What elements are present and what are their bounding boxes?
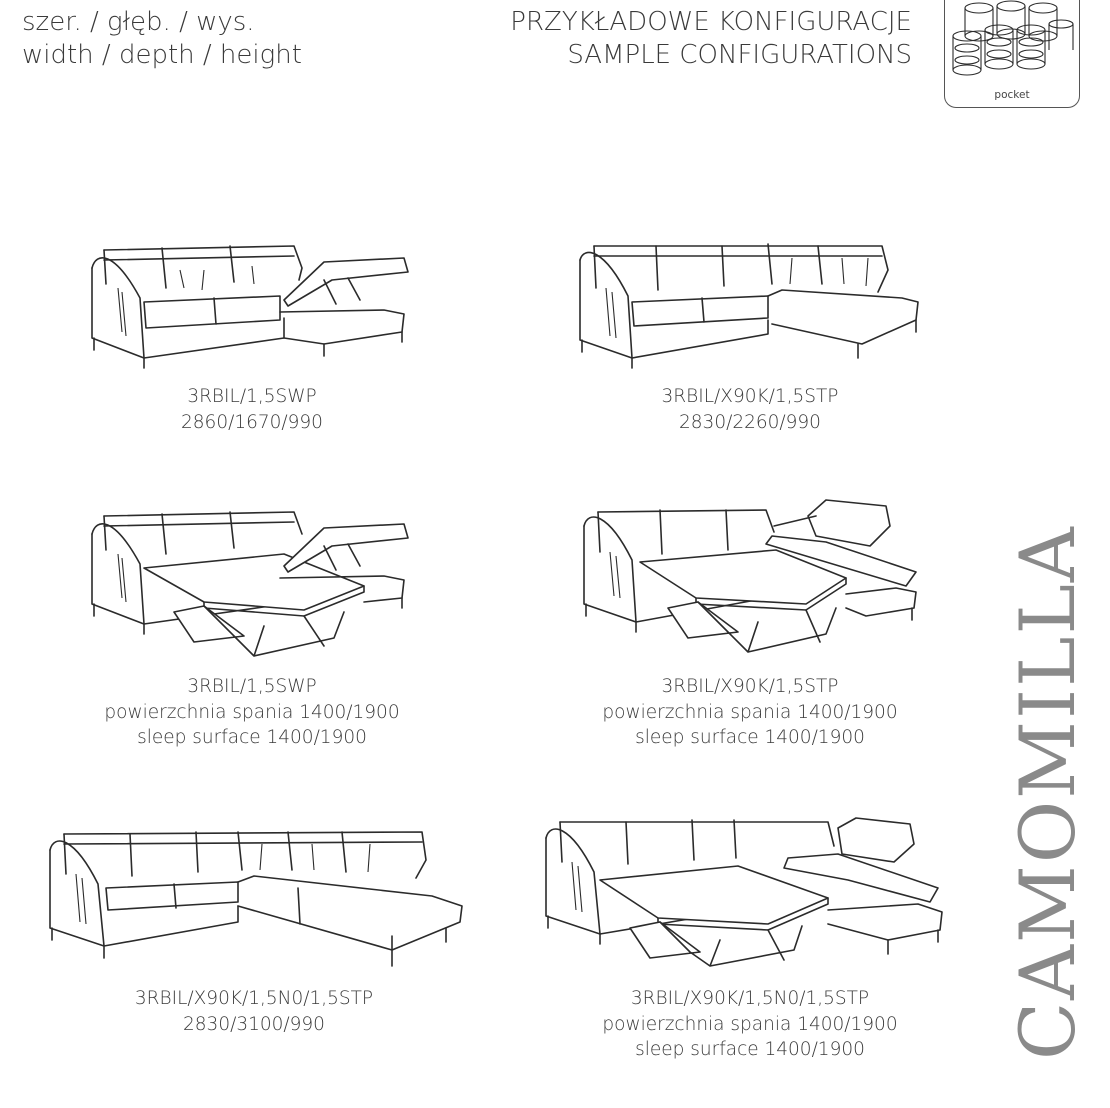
- configurations-heading-pl: PRZYKŁADOWE KONFIGURACJE: [510, 7, 912, 37]
- config-sleep-pl-4: powierzchnia spania 1400/1900: [602, 701, 898, 723]
- caption-1: 3RBIL/1,5SWP 2860/1670/990: [52, 384, 452, 435]
- config-code-6: 3RBIL/X90K/1,5N0/1,5STP: [630, 988, 870, 1009]
- sofa-drawing-4: [576, 496, 926, 666]
- config-sleep-en-4: sleep surface 1400/1900: [635, 727, 865, 748]
- config-sleep-pl-6: powierzchnia spania 1400/1900: [602, 1013, 898, 1035]
- sofa-drawing-1: [84, 240, 414, 370]
- configurations-heading: PRZYKŁADOWE KONFIGURACJE SAMPLE CONFIGUR…: [510, 6, 912, 72]
- caption-3: 3RBIL/1,5SWP powierzchnia spania 1400/19…: [52, 674, 452, 751]
- config-dims-5: 2830/3100/990: [183, 1013, 325, 1035]
- pocket-spring-icon: [952, 0, 1074, 76]
- caption-6: 3RBIL/X90K/1,5N0/1,5STP powierzchnia spa…: [550, 986, 950, 1063]
- config-code-2: 3RBIL/X90K/1,5STP: [661, 386, 839, 407]
- config-sleep-pl-3: powierzchnia spania 1400/1900: [104, 701, 400, 723]
- caption-5: 3RBIL/X90K/1,5N0/1,5STP 2830/3100/990: [54, 986, 454, 1037]
- config-dims-1: 2860/1670/990: [181, 411, 323, 433]
- sofa-drawing-3: [84, 506, 414, 666]
- dimensions-legend: szer. / głęb. / wys. width / depth / hei…: [22, 6, 302, 72]
- caption-2: 3RBIL/X90K/1,5STP 2830/2260/990: [550, 384, 950, 435]
- config-code-4: 3RBIL/X90K/1,5STP: [661, 676, 839, 697]
- config-code-5: 3RBIL/X90K/1,5N0/1,5STP: [134, 988, 374, 1009]
- config-code-1: 3RBIL/1,5SWP: [187, 386, 317, 407]
- config-sleep-en-3: sleep surface 1400/1900: [137, 727, 367, 748]
- sofa-drawing-6: [538, 814, 958, 974]
- pocket-badge-label: pocket: [994, 89, 1030, 101]
- configurations-heading-en: SAMPLE CONFIGURATIONS: [567, 40, 912, 70]
- config-dims-2: 2830/2260/990: [679, 411, 821, 433]
- dimensions-legend-pl: szer. / głęb. / wys.: [22, 7, 255, 37]
- dimensions-legend-en: width / depth / height: [22, 40, 302, 70]
- caption-4: 3RBIL/X90K/1,5STP powierzchnia spania 14…: [550, 674, 950, 751]
- config-sleep-en-6: sleep surface 1400/1900: [635, 1039, 865, 1060]
- config-code-3: 3RBIL/1,5SWP: [187, 676, 317, 697]
- pocket-badge: pocket: [944, 0, 1080, 108]
- brand-name: CAMOMILLA: [1003, 525, 1092, 1060]
- sofa-drawing-2: [572, 240, 932, 370]
- sofa-drawing-5: [42, 826, 472, 976]
